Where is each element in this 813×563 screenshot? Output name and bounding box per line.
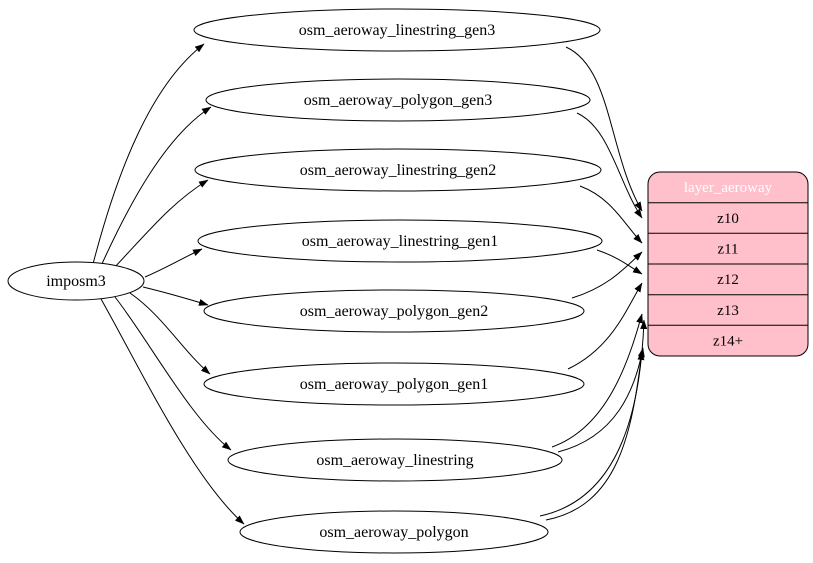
table-node-osm-aeroway-linestring-gen2: osm_aeroway_linestring_gen2 bbox=[194, 148, 602, 192]
edge-linestring-z13 bbox=[551, 313, 643, 448]
table-node-osm-aeroway-linestring-gen1: osm_aeroway_linestring_gen1 bbox=[197, 219, 603, 263]
imposm3-ellipse bbox=[7, 261, 145, 301]
table-node-osm-aeroway-linestring: osm_aeroway_linestring bbox=[227, 438, 563, 482]
edge-imposm3-linestring-gen3 bbox=[92, 43, 205, 265]
table-label: osm_aeroway_polygon bbox=[319, 524, 468, 541]
edge-imposm3-linestring-gen1 bbox=[144, 248, 203, 278]
edge-linestring-gen2-z11 bbox=[579, 185, 643, 244]
table-label: osm_aeroway_linestring_gen3 bbox=[299, 22, 495, 39]
table-node-osm-aeroway-polygon: osm_aeroway_polygon bbox=[239, 510, 549, 554]
layer-row-z12: z12 bbox=[717, 272, 739, 288]
imposm3-label: imposm3 bbox=[46, 273, 106, 290]
table-node-osm-aeroway-polygon-gen1: osm_aeroway_polygon_gen1 bbox=[203, 362, 585, 406]
table-ellipse bbox=[203, 289, 585, 333]
table-ellipse bbox=[193, 8, 601, 52]
layer-row-z14: z14+ bbox=[713, 334, 743, 350]
table-node-osm-aeroway-polygon-gen2: osm_aeroway_polygon_gen2 bbox=[203, 289, 585, 333]
layer-row-z13: z13 bbox=[717, 303, 739, 319]
layer-row-z11: z11 bbox=[717, 242, 738, 258]
table-ellipse bbox=[227, 438, 563, 482]
table-label: osm_aeroway_linestring_gen1 bbox=[302, 233, 498, 250]
edges-to-layer bbox=[539, 46, 648, 521]
edge-imposm3-polygon-gen2 bbox=[142, 286, 209, 306]
edge-linestring-gen3-z10 bbox=[565, 46, 643, 212]
table-label: osm_aeroway_linestring_gen2 bbox=[300, 162, 496, 179]
edge-imposm3-linestring-gen2 bbox=[112, 179, 209, 270]
edge-polygon-z14 bbox=[545, 350, 645, 521]
edge-linestring-z14 bbox=[557, 347, 645, 453]
edge-polygon-z13 bbox=[539, 319, 648, 517]
layer-title: layer_aeroway bbox=[684, 180, 773, 196]
edges-from-imposm3 bbox=[92, 43, 245, 525]
table-ellipse bbox=[239, 510, 549, 554]
edge-polygon-gen1-z12 bbox=[567, 282, 643, 370]
table-ellipse bbox=[194, 148, 602, 192]
edge-polygon-gen2-z11 bbox=[571, 251, 643, 299]
table-label: osm_aeroway_polygon_gen3 bbox=[304, 92, 492, 109]
edge-imposm3-linestring bbox=[114, 296, 232, 451]
edge-imposm3-polygon bbox=[100, 298, 245, 525]
edge-imposm3-polygon-gen1 bbox=[129, 292, 211, 375]
edge-linestring-gen1-z12 bbox=[596, 249, 643, 275]
edge-polygon-gen3-z10 bbox=[576, 112, 643, 219]
table-label: osm_aeroway_polygon_gen2 bbox=[300, 303, 488, 320]
table-ellipse bbox=[205, 78, 591, 122]
table-ellipse bbox=[203, 362, 585, 406]
layer-node: layer_aeroway z10 z11 z12 z13 z14+ bbox=[647, 171, 809, 357]
table-label: osm_aeroway_linestring bbox=[316, 452, 473, 469]
edge-imposm3-polygon-gen3 bbox=[100, 106, 212, 267]
imposm3-node: imposm3 bbox=[7, 261, 145, 301]
layer-row-z10: z10 bbox=[717, 211, 739, 227]
table-label: osm_aeroway_polygon_gen1 bbox=[300, 376, 488, 393]
table-node-osm-aeroway-linestring-gen3: osm_aeroway_linestring_gen3 bbox=[193, 8, 601, 52]
table-node-osm-aeroway-polygon-gen3: osm_aeroway_polygon_gen3 bbox=[205, 78, 591, 122]
table-ellipse bbox=[197, 219, 603, 263]
